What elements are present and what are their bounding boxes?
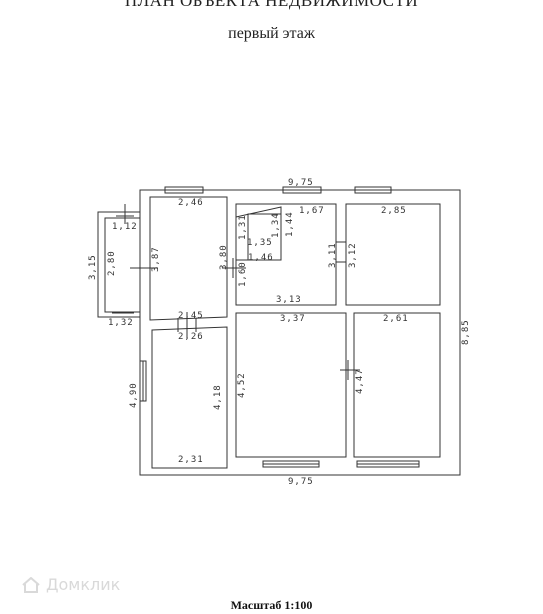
dim-room-c-width: 2,85 xyxy=(381,206,407,216)
dim-room-d-top: 2,26 xyxy=(178,332,204,342)
dim-room-e-right: 4,47 xyxy=(355,368,365,394)
room-f-window xyxy=(356,460,420,468)
dim-hall-bottom: 3,13 xyxy=(276,295,302,305)
dim-room-a-right: 3,80 xyxy=(219,244,229,270)
balcony-window-bottom xyxy=(112,312,134,318)
dim-room-d-bottom: 2,31 xyxy=(178,455,204,465)
room-c xyxy=(345,203,441,306)
room-a xyxy=(149,196,228,321)
dim-balcony-outer-height: 3,15 xyxy=(88,254,98,280)
dim-balcony-width: 1,12 xyxy=(112,222,138,232)
page-title: ПЛАН ОБЪЕКТА НЕДВИЖИМОСТИ xyxy=(124,0,419,10)
dim-room-e-top: 3,37 xyxy=(280,314,306,324)
dim-hall-top: 1,67 xyxy=(299,206,325,216)
dim-top-total: 9,75 xyxy=(288,178,314,188)
dim-room-f-top: 2,61 xyxy=(383,314,409,324)
page-subtitle: первый этаж xyxy=(228,25,315,42)
dim-balcony-inner-height: 2,80 xyxy=(107,250,117,276)
dim-hall-inner: 1,46 xyxy=(248,253,274,263)
scale-label: Масштаб 1:100 xyxy=(230,598,313,612)
dim-hall-left-lower: 1,60 xyxy=(238,261,248,287)
dim-balcony-bottom: 1,32 xyxy=(108,318,134,328)
dim-hall-small-width: 1,35 xyxy=(247,238,273,248)
room-a-window xyxy=(164,186,204,194)
hall-window xyxy=(282,186,322,194)
door-room-e-room-f xyxy=(340,360,360,380)
dim-right-total: 8,85 xyxy=(461,319,471,345)
dim-hall-small-height: 1,31 xyxy=(238,214,248,240)
dim-hall-right: 1,44 xyxy=(285,211,295,237)
dim-room-a-left: 3,87 xyxy=(151,246,161,272)
door-room-a-room-d xyxy=(177,312,197,338)
closet xyxy=(247,213,282,261)
dim-room-a-bottom: 2,45 xyxy=(178,311,204,321)
dim-room-a-width: 2,46 xyxy=(178,198,204,208)
watermark-text: Домклик xyxy=(46,575,121,594)
room-c-window xyxy=(354,186,392,194)
balcony-window-top xyxy=(116,204,134,224)
dim-hall-corridor-right: 3,11 xyxy=(328,242,338,268)
room-e xyxy=(235,312,347,458)
room-f xyxy=(353,312,441,458)
door-room-a-hall xyxy=(222,258,246,278)
room-d xyxy=(151,326,228,469)
dim-room-d-left: 4,90 xyxy=(129,382,139,408)
door-hall-room-c xyxy=(336,241,346,263)
room-d-window xyxy=(139,360,147,402)
door-balcony-room-a xyxy=(130,258,158,278)
dim-room-d-right: 4,18 xyxy=(213,384,223,410)
dim-hall-small-right: 1,34 xyxy=(271,212,281,238)
dim-bottom-total: 9,75 xyxy=(288,477,314,487)
house-icon xyxy=(22,576,40,593)
dim-room-c-left: 3,12 xyxy=(348,242,358,268)
dim-room-e-left: 4,52 xyxy=(237,372,247,398)
room-e-window xyxy=(262,460,320,468)
watermark-logo: Домклик xyxy=(22,575,120,594)
